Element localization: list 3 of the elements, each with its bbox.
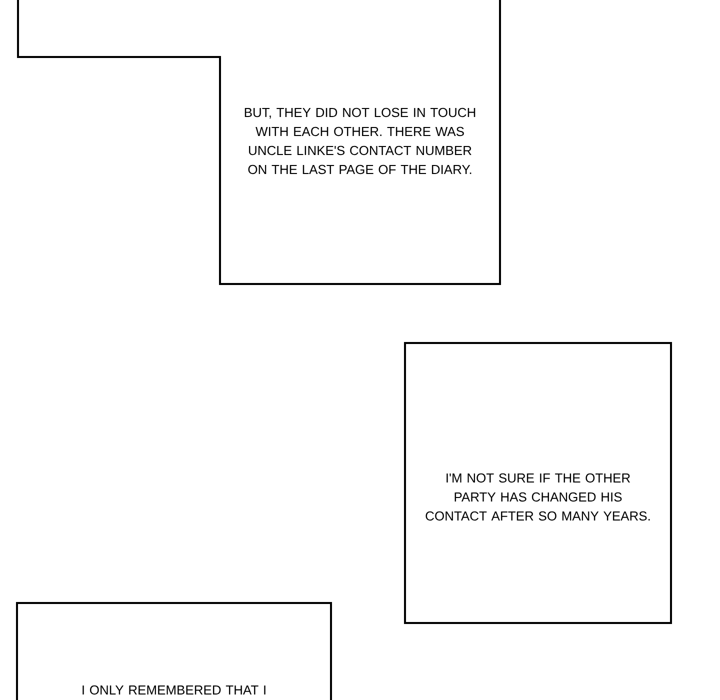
narration-box: BUT, THEY DID NOT LOSE IN TOUCH WITH EACH OTHER. THERE WAS UNCLE LINKE'S CONTACT NUMBER ON THE LAST PAGE OF THE DIARY. [17, 0, 501, 285]
narration-box: I'M NOT SURE IF THE OTHER PARTY HAS CHANGED HIS CONTACT AFTER SO MANY YEARS. [404, 342, 672, 624]
narration-box: I ONLY REMEMBERED THAT I [16, 602, 332, 700]
